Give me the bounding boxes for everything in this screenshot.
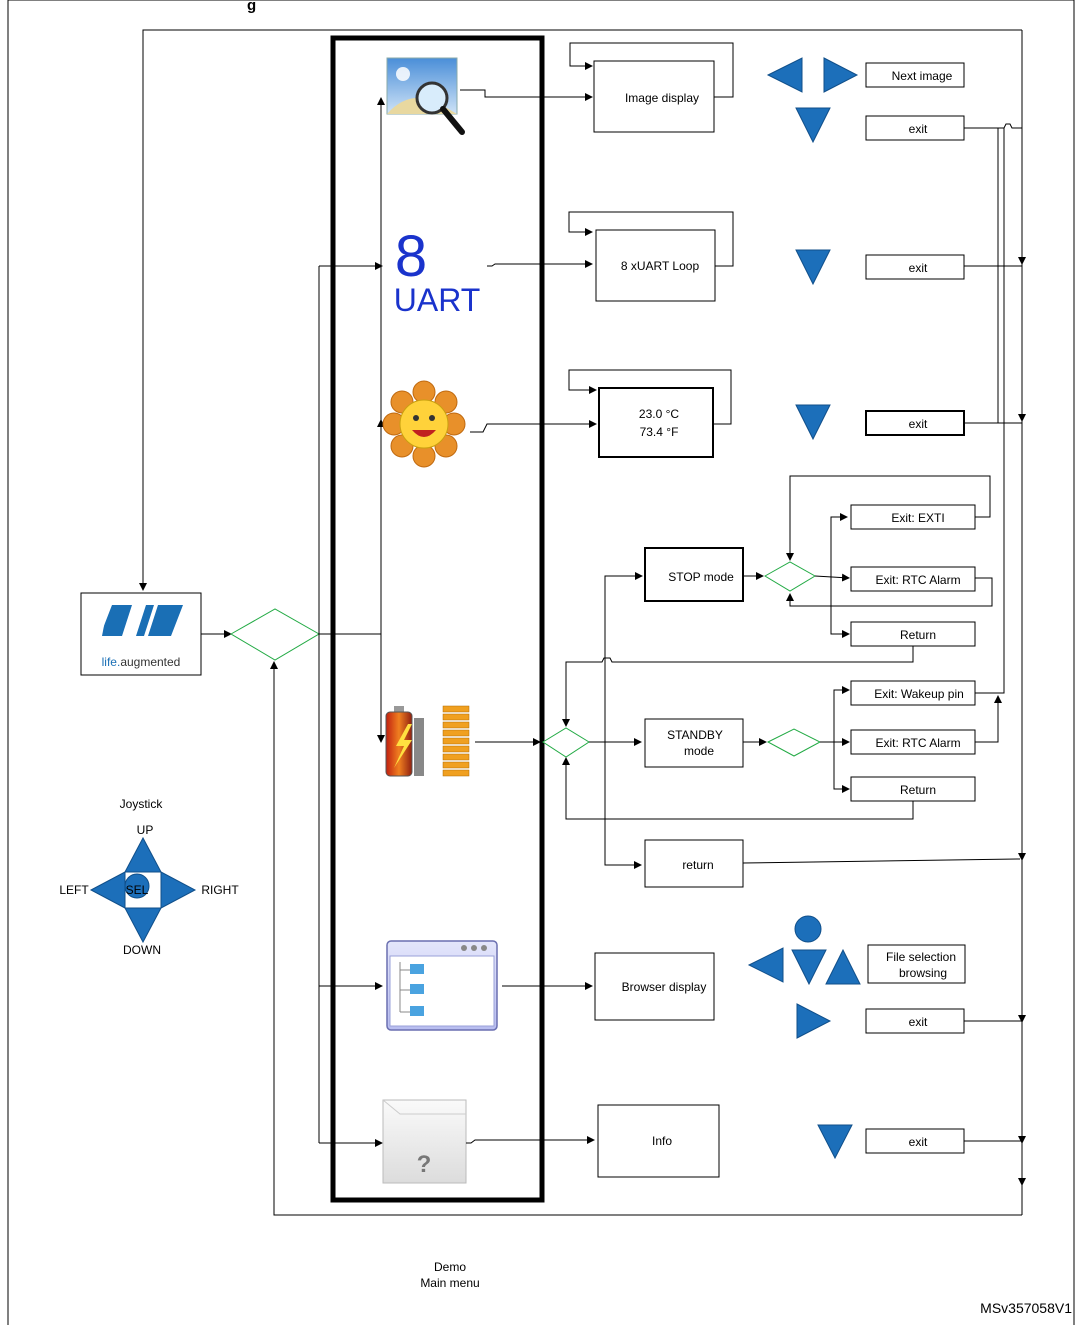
- exit-box-2[interactable]: [865, 254, 965, 280]
- joystick-up-label: UP: [137, 823, 154, 837]
- battery-icon[interactable]: [385, 705, 470, 777]
- exit-box-5[interactable]: [865, 1128, 965, 1154]
- exit-box-3[interactable]: [865, 410, 965, 436]
- exit-rtc-label-2: Exit: RTC Alarm: [875, 736, 960, 750]
- up-arrow-icon: [825, 948, 861, 985]
- exit-label-5: exit: [909, 1135, 928, 1149]
- joystick-title: Joystick: [120, 797, 164, 811]
- exit-exti-label: Exit: EXTI: [891, 511, 944, 525]
- decision-standby-exit: [766, 728, 822, 757]
- return-box-2[interactable]: [850, 776, 976, 802]
- joystick-sel-icon: [124, 873, 150, 899]
- select-circle-icon: [794, 915, 822, 943]
- decision-main-menu: [230, 608, 320, 661]
- file-selection-label-1: File selection: [886, 950, 956, 964]
- connector-top-loop: [139, 29, 1022, 591]
- svg-text:8: 8: [395, 224, 427, 289]
- joystick-left-label: LEFT: [59, 883, 89, 897]
- joystick-left-icon: [89, 871, 126, 909]
- joystick-legend: Joystick UP LEFT SEL RIGHT DOWN: [59, 797, 239, 957]
- stop-mode-box[interactable]: [644, 547, 744, 602]
- uart-loop-label: 8 xUART Loop: [621, 259, 700, 273]
- standby-mode-label: STANDBY: [667, 728, 723, 742]
- exit-wakeup-label: Exit: Wakeup pin: [874, 687, 964, 701]
- st-logo[interactable]: life.augmented: [80, 592, 202, 676]
- exit-box-1[interactable]: [865, 115, 965, 141]
- svg-text:UART: UART: [394, 282, 481, 318]
- file-selection-label-2: browsing: [899, 966, 947, 980]
- next-image-box[interactable]: [865, 62, 965, 88]
- return-label-2: Return: [900, 783, 936, 797]
- next-image-label: Next image: [892, 69, 953, 83]
- file-selection-box[interactable]: [867, 944, 966, 984]
- image-display-box[interactable]: [593, 60, 715, 133]
- exit-label-2: exit: [909, 261, 928, 275]
- down-arrow-icon: [795, 249, 831, 286]
- exit-label-4: exit: [909, 1015, 928, 1029]
- joystick-down-label: DOWN: [123, 943, 161, 957]
- image-display-label: Image display: [625, 91, 699, 105]
- uart-loop-box[interactable]: [595, 229, 716, 302]
- svg-text:?: ?: [417, 1151, 432, 1178]
- stop-mode-label: STOP mode: [668, 570, 734, 584]
- return-label-1: Return: [900, 628, 936, 642]
- browser-display-label: Browser display: [622, 980, 707, 994]
- down-arrow-icon: [817, 1124, 853, 1160]
- left-arrow-icon: [766, 57, 803, 93]
- figure-title-fragment: g: [247, 0, 256, 14]
- exit-rtc-box-1[interactable]: [850, 566, 976, 592]
- image-viewer-icon[interactable]: [386, 57, 465, 135]
- browser-display-box[interactable]: [594, 952, 715, 1021]
- exit-label-3: exit: [909, 417, 928, 431]
- right-arrow-icon: [796, 1003, 832, 1039]
- st-tagline: life.augmented: [102, 655, 181, 669]
- decision-stop-exit: [764, 561, 816, 592]
- temperature-f-label: 73.4 °F: [640, 425, 679, 439]
- main-menu-column: [330, 35, 545, 1203]
- down-arrow-icon: [791, 949, 827, 986]
- temperature-c-label: 23.0 °C: [639, 407, 679, 421]
- exit-rtc-box-2[interactable]: [850, 729, 976, 755]
- right-arrow-icon: [823, 57, 859, 93]
- down-arrow-icon: [795, 404, 831, 441]
- figure-id: MSv357058V1: [980, 1300, 1072, 1316]
- temperature-box[interactable]: [598, 387, 714, 458]
- joystick-right-icon: [160, 871, 197, 909]
- outer-frame: [7, 0, 1075, 1325]
- return-lower-label: return: [682, 858, 713, 872]
- return-box-1[interactable]: [850, 621, 976, 647]
- joystick-up-icon: [124, 836, 162, 873]
- connector-return-bottom: [270, 661, 1022, 1216]
- info-box[interactable]: [597, 1104, 720, 1178]
- decision-power-mode: [542, 727, 590, 758]
- joystick-right-label: RIGHT: [201, 883, 239, 897]
- joystick-sel-label: SEL: [126, 883, 149, 897]
- standby-mode-box[interactable]: [644, 718, 744, 768]
- left-arrow-icon: [747, 947, 784, 983]
- info-question-icon[interactable]: ?: [382, 1099, 467, 1184]
- uart-icon[interactable]: 8 UART: [394, 224, 481, 318]
- info-label: Info: [652, 1134, 672, 1148]
- caption-line-2: Main menu: [420, 1276, 479, 1290]
- exit-label-1: exit: [909, 122, 928, 136]
- return-lower-box[interactable]: [644, 839, 744, 888]
- temperature-sun-icon[interactable]: [382, 380, 466, 468]
- joystick-down-icon: [124, 907, 162, 944]
- caption-line-1: Demo: [434, 1260, 466, 1274]
- standby-mode-label-2: mode: [684, 744, 714, 758]
- exit-rtc-label-1: Exit: RTC Alarm: [875, 573, 960, 587]
- down-arrow-icon: [795, 107, 831, 144]
- browser-window-icon[interactable]: [386, 940, 498, 1031]
